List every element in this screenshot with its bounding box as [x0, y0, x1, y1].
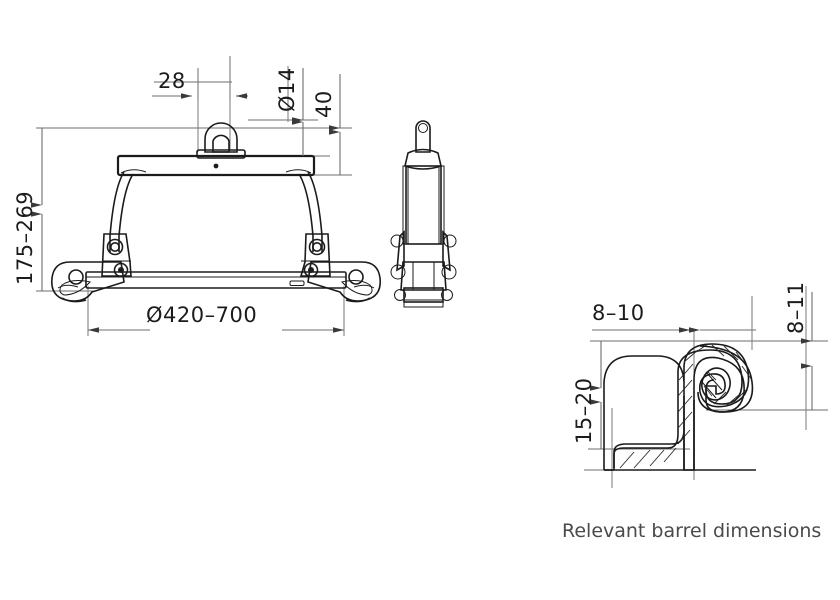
dimension-8-10: 8–10 — [592, 301, 756, 333]
right-pivot-link — [299, 233, 331, 278]
dimension-8-11: 8–11 — [784, 281, 813, 410]
clamp-arms — [109, 171, 323, 252]
side-view-ratchet-tensioner — [390, 120, 457, 308]
barrel-rim-detail-view: 8–10 15–20 8–11 Relevant barrel dimensio… — [562, 281, 828, 542]
dimension-label-dia-420-700: Ø420–700 — [146, 303, 257, 327]
dimension-15-20: 15–20 — [572, 341, 602, 449]
dimension-label-28: 28 — [158, 69, 186, 93]
dimension-dia-14: Ø14 — [275, 67, 304, 156]
front-view: 28 Ø14 40 175–269 — [13, 56, 382, 336]
dimension-label-15-20: 15–20 — [572, 378, 596, 444]
lifting-eye — [196, 122, 246, 159]
bottom-rail — [85, 271, 347, 289]
dimension-label-dia-14: Ø14 — [275, 67, 299, 112]
dimension-label-8-10: 8–10 — [592, 301, 645, 325]
dimension-label-8-11: 8–11 — [784, 281, 808, 334]
left-hook-jaw — [50, 261, 125, 303]
dimension-label-175-269: 175–269 — [13, 191, 37, 285]
left-pivot-link — [101, 233, 132, 278]
dimension-label-40: 40 — [312, 90, 336, 118]
front-view-extension-lines — [36, 60, 352, 336]
dimension-175-269: 175–269 — [13, 128, 43, 291]
barrel-rim-section — [603, 343, 756, 471]
top-beam — [116, 154, 316, 177]
dimension-40: 40 — [312, 74, 341, 175]
right-hook-jaw — [307, 261, 382, 303]
dimension-28: 28 — [152, 56, 248, 100]
barrel-detail-caption: Relevant barrel dimensions — [562, 520, 821, 542]
dimension-dia-420-700: Ø420–700 — [88, 303, 344, 333]
